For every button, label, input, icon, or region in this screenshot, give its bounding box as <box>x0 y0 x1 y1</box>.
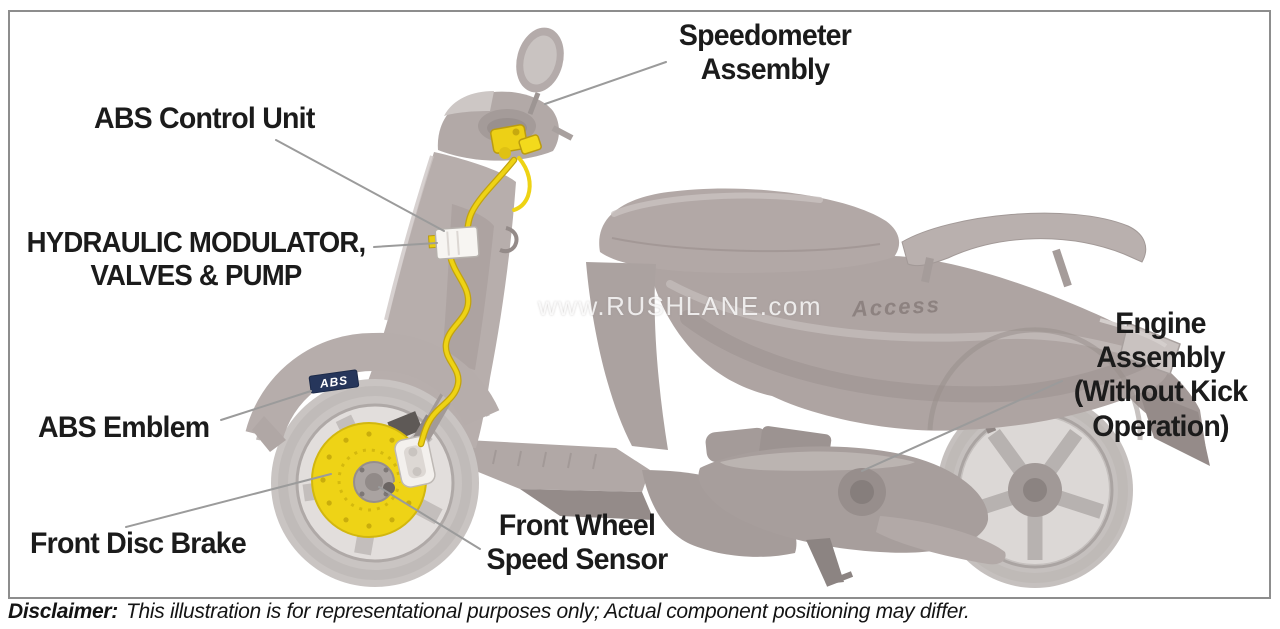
leader-engine <box>861 380 1063 472</box>
disclaimer: Disclaimer: This illustration is for repr… <box>8 600 1268 624</box>
engine-assembly-part <box>698 426 1006 565</box>
mirror <box>516 27 564 93</box>
disclaimer-text: This illustration is for representationa… <box>125 600 970 623</box>
abs-emblem-badge: ABS <box>308 369 360 394</box>
center-stand <box>806 538 854 587</box>
disclaimer-prefix: Disclaimer: <box>8 600 118 623</box>
label-engine-assembly: Engine Assembly (Without Kick Operation) <box>1073 307 1248 443</box>
label-abs-control-unit: ABS Control Unit <box>94 102 315 135</box>
label-abs-emblem: ABS Emblem <box>38 411 210 444</box>
label-speedometer-assembly: Speedometer Assembly <box>678 19 852 87</box>
svg-text:ABS: ABS <box>318 373 349 391</box>
leader-abs-emblem <box>220 390 312 421</box>
tail-light <box>1099 318 1181 375</box>
lower-cowl <box>642 470 797 557</box>
leader-abs-control-unit <box>275 139 445 232</box>
hydraulic-modulator-unit <box>427 225 480 260</box>
grab-rail <box>901 212 1147 288</box>
leader-speed-sensor <box>378 486 481 550</box>
under-seat-panel <box>586 262 668 450</box>
leader-speedometer <box>544 61 667 105</box>
label-front-disc-brake: Front Disc Brake <box>30 527 247 560</box>
seat <box>599 188 900 273</box>
abs-control-unit-part <box>490 124 542 159</box>
access-badge: Access <box>850 292 941 322</box>
watermark: www.RUSHLANE.com <box>538 291 823 321</box>
bag-hook <box>499 226 519 254</box>
brake-caliper <box>394 414 436 488</box>
leader-hydraulic-modulator <box>373 242 438 248</box>
floorboard <box>466 440 654 520</box>
label-hydraulic-modulator: HYDRAULIC MODULATOR, VALVES & PUMP <box>26 227 367 293</box>
leader-front-disc-brake <box>125 473 332 528</box>
label-front-wheel-speed-sensor: Front Wheel Speed Sensor <box>486 509 669 577</box>
leader-lines <box>125 61 1063 550</box>
body-panel: Access <box>648 256 1170 441</box>
